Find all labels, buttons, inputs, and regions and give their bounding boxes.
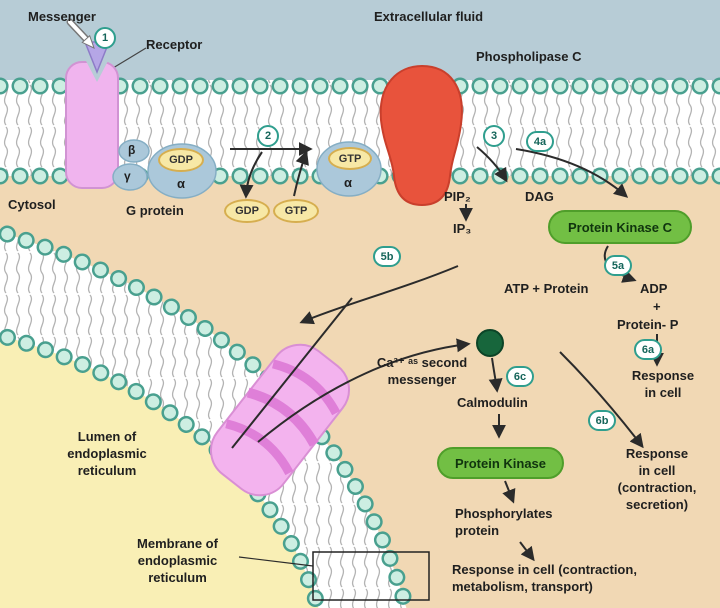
step-5a-badge: 5a (604, 255, 632, 276)
beta-label: β (128, 143, 136, 157)
response-final-label: Response in cell (contraction, metabolis… (452, 562, 637, 595)
arrow-final-response (519, 541, 535, 562)
extracellular-region (0, 0, 720, 88)
pip2-label: PIP₂ (444, 189, 471, 204)
phospholipase-c-protein (379, 64, 463, 207)
phospholipase-label: Phospholipase C (476, 49, 582, 64)
gtp-free-oval: GTP (273, 199, 319, 223)
protein-p-label: Protein- P (617, 317, 679, 332)
protein-kinase-oval: Protein Kinase (437, 447, 564, 479)
g-protein-label: G protein (126, 203, 184, 218)
plus-label: + (653, 299, 661, 314)
step-1-badge: 1 (94, 27, 116, 49)
step-3-badge: 3 (483, 125, 505, 147)
response-6a-label: Response in cell (631, 368, 695, 401)
step-6a-badge: 6a (634, 339, 662, 360)
lumen-label: Lumen of endoplasmic reticulum (67, 429, 147, 479)
cytosol-label: Cytosol (8, 197, 56, 212)
protein-kinase-c-oval: Protein Kinase C (548, 210, 692, 244)
gdp-free-oval: GDP (224, 199, 270, 223)
messenger-arrow (66, 18, 95, 49)
gamma-label: γ (124, 169, 131, 183)
dag-label: DAG (525, 189, 554, 204)
membrane-label-pointer (238, 556, 314, 567)
receptor-pointer-line (112, 47, 147, 69)
ca-second-messenger-label: Ca²⁺ ᵃˢ second messenger (376, 355, 468, 388)
beta-subunit (118, 139, 150, 163)
er-lumen (0, 335, 319, 608)
er-channel-protein (209, 343, 351, 497)
arrow-step6b (559, 351, 644, 449)
calcium-ion (476, 329, 504, 357)
er-band-squiggles (0, 231, 407, 608)
receptor-label: Receptor (146, 37, 203, 52)
step-6b-badge: 6b (588, 410, 616, 431)
phosphorylates-label: Phosphorylates protein (455, 506, 553, 539)
arrow-gdp-release (239, 151, 263, 199)
receptor-protein (65, 18, 147, 189)
arrow-calcium-release (257, 338, 471, 443)
extracellular-label: Extracellular fluid (374, 9, 484, 24)
arrow-step4a-dag (515, 148, 629, 198)
response-6b-label: Response in cell (contraction, secretion… (617, 446, 697, 513)
messenger-label: Messenger (28, 9, 96, 24)
gdp-bound-oval: GDP (158, 148, 204, 172)
membrane-zoom-box (312, 551, 430, 601)
arrow-step3 (476, 146, 508, 183)
line-through-channel (231, 297, 353, 449)
step-6c-badge: 6c (506, 366, 534, 387)
arrow-gtp-binding (293, 150, 309, 197)
adp-label: ADP (640, 281, 668, 296)
atp-protein-label: ATP + Protein (504, 281, 589, 296)
step-2-badge: 2 (257, 125, 279, 147)
alpha-gtp-label: α (344, 175, 352, 190)
calmodulin-label: Calmodulin (457, 395, 528, 410)
er-membrane-label: Membrane of endoplasmic reticulum (137, 536, 218, 586)
ip3-label: IP₃ (453, 221, 472, 236)
step-5b-badge: 5b (373, 246, 401, 267)
gamma-subunit (112, 163, 148, 191)
gtp-bound-oval: GTP (328, 147, 372, 170)
step-4a-badge: 4a (526, 131, 554, 152)
alpha-gdp-label: α (177, 176, 185, 191)
arrow-step6c-calmodulin (488, 357, 503, 393)
arrow-step5b-to-er (299, 265, 459, 325)
arrow-kinase-phosphorylates (502, 480, 516, 504)
